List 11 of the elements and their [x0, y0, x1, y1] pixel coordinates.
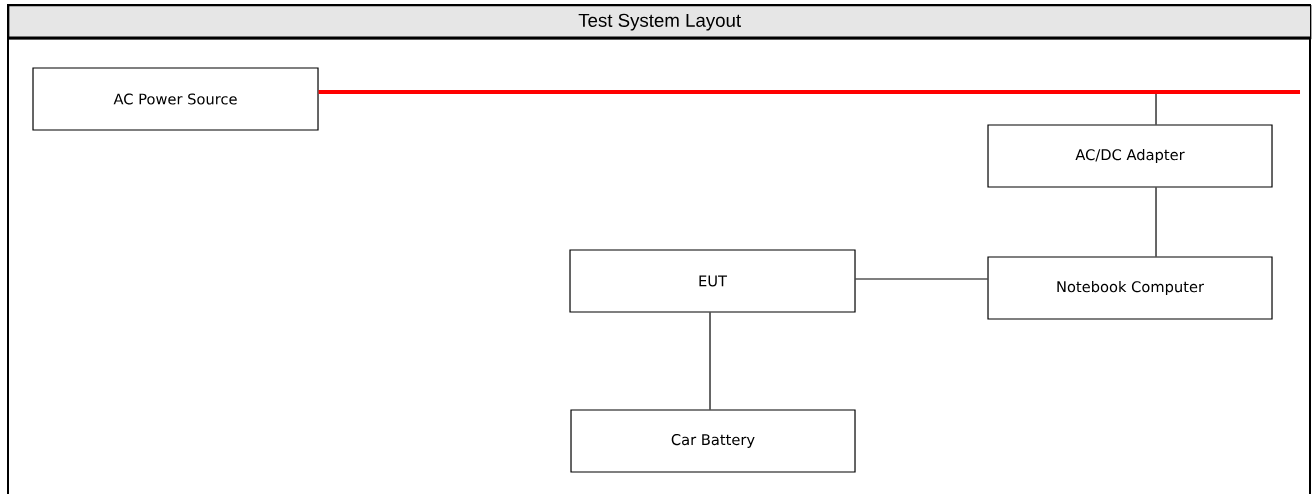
- cable-line: [709, 312, 711, 410]
- device-box: AC/DC Adapter: [987, 124, 1273, 188]
- device-box: AC Power Source: [32, 67, 319, 131]
- device-box: EUT: [569, 249, 856, 313]
- cable-line: [1155, 93, 1157, 125]
- title-header: Test System Layout: [8, 5, 1312, 40]
- cable-line: [1155, 187, 1157, 257]
- power-line: [318, 90, 1300, 94]
- device-box: Car Battery: [570, 409, 856, 473]
- device-box: Notebook Computer: [987, 256, 1273, 320]
- cable-line: [855, 278, 988, 280]
